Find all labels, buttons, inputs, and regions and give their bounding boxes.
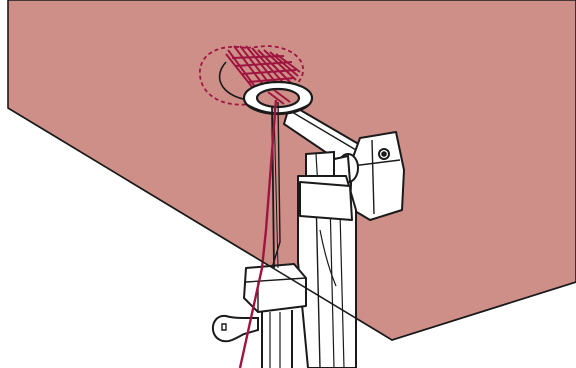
- foot-bracket: [350, 132, 404, 220]
- presser-bar: [298, 176, 356, 368]
